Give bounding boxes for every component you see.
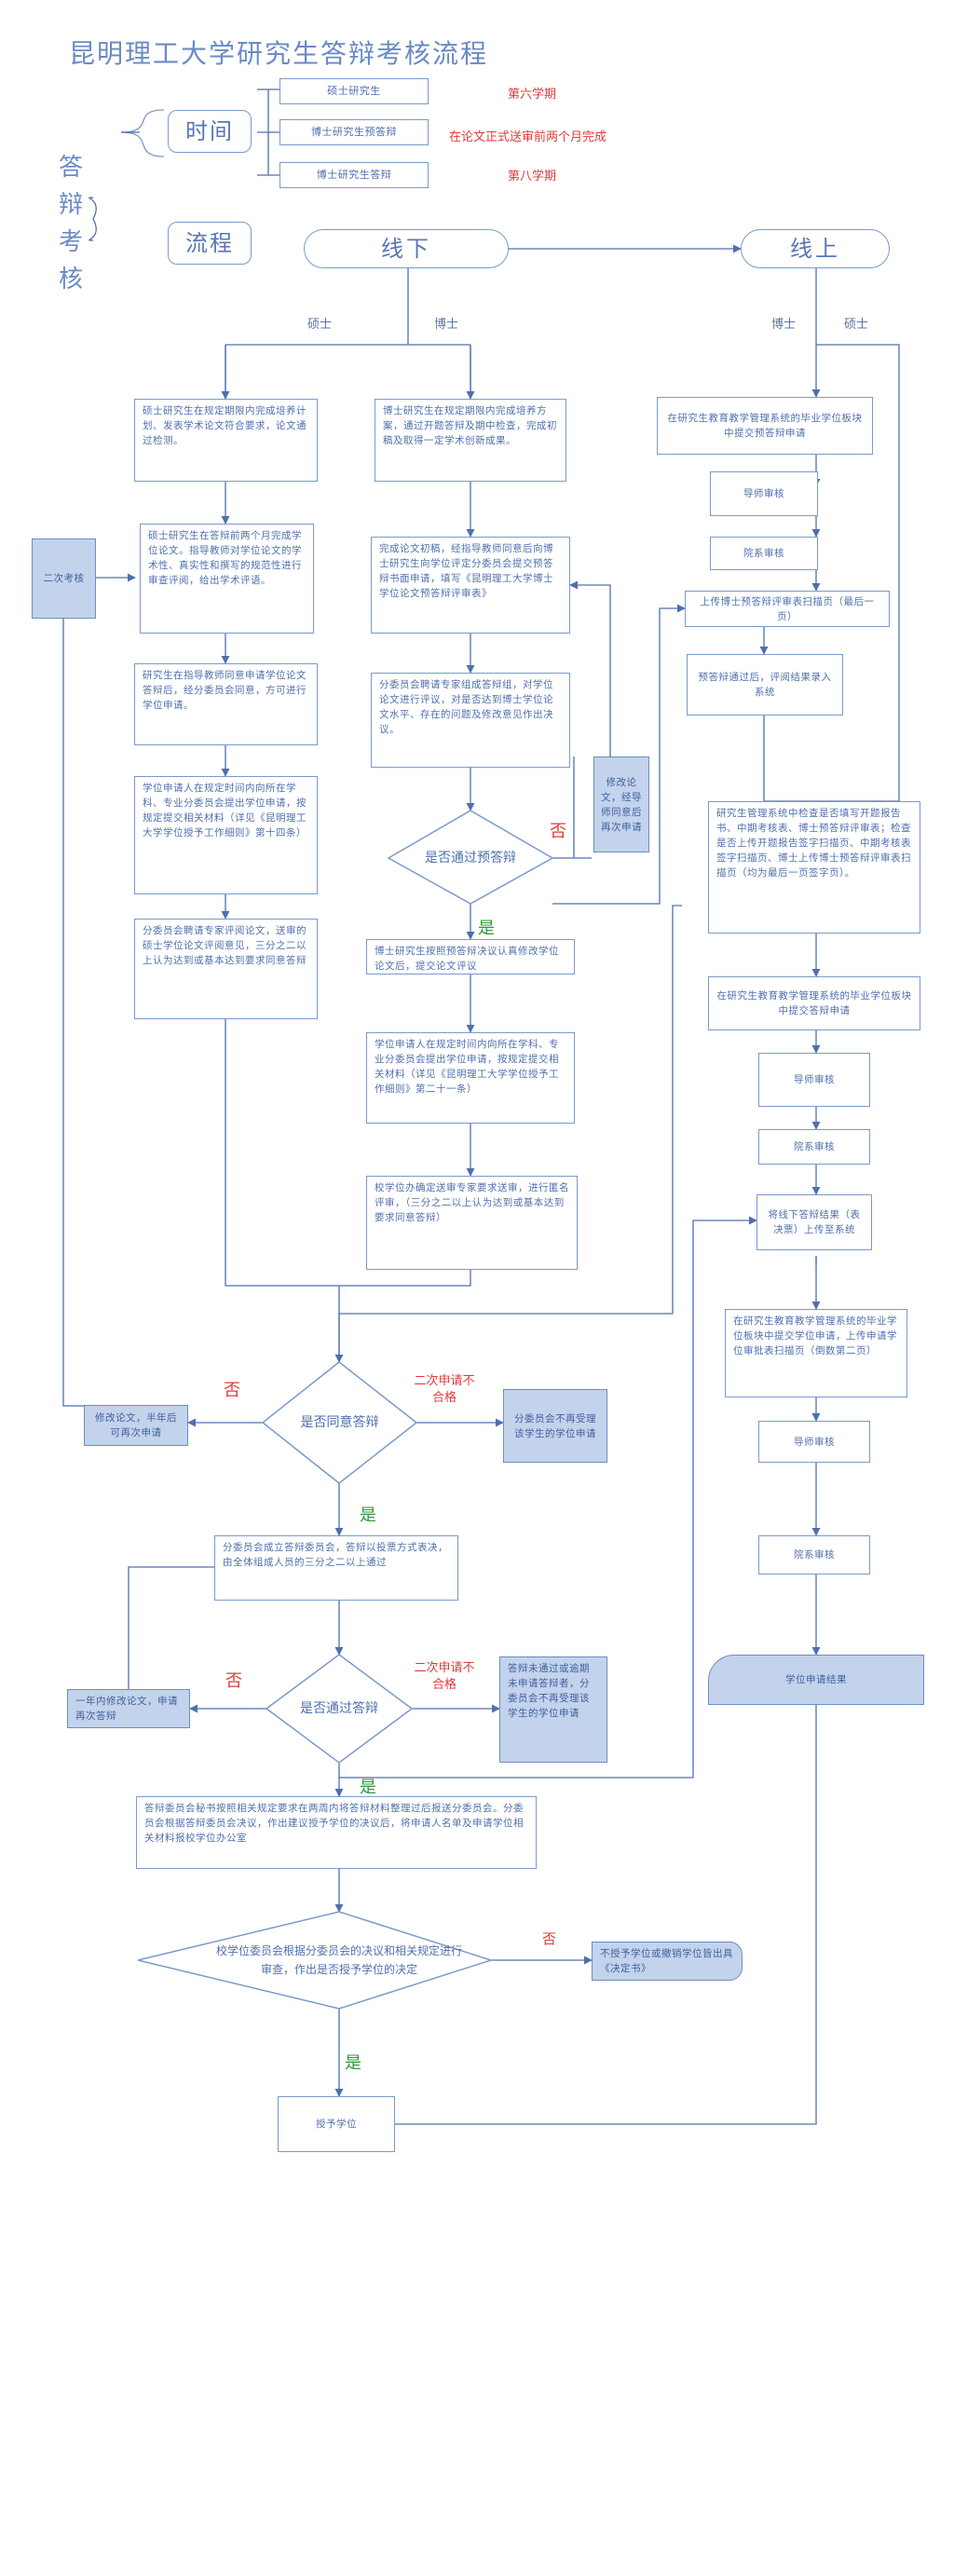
pass-modify-box: 一年内修改论文，申请再次答辩	[67, 1689, 190, 1728]
doctor-step-3: 分委员会聘请专家组成答辩组，对学位论文进行评议，对是否达到博士学位论文水平、存在…	[371, 673, 570, 768]
agree-no-mark: 否	[224, 1381, 240, 1400]
time-row-value: 第八学期	[508, 170, 557, 184]
time-row-value: 在论文正式送审前两个月完成	[449, 130, 607, 144]
doctor-step-5: 学位申请人在规定时间内向所在学科、专业分委员会提出学位申请，按规定提交相关材料（…	[366, 1032, 575, 1124]
doctor-step-4: 博士研究生按照预答辩决议认真修改学位论文后，提交论文评议	[366, 939, 575, 975]
time-row-name: 博士研究生预答辩	[279, 119, 429, 145]
pass-yes-mark: 是	[360, 1778, 376, 1797]
master-step-2: 硕士研究生在答辩前两个月完成学位论文。指导教师对学位论文的学术性、真实性和撰写的…	[140, 524, 314, 634]
pass-second-box: 答辩未通过或逾期未申请答辩者，分委员会不再受理该学生的学位申请	[499, 1656, 607, 1763]
doctor-modify-box: 修改论文，经导师同意后再次申请	[593, 756, 649, 852]
online-dept-review-2: 院系审核	[758, 1129, 870, 1165]
school-no-mark: 否	[542, 1930, 557, 1947]
page-title: 昆明理工大学研究生答辩考核流程	[69, 38, 489, 69]
time-label: 时间	[168, 110, 252, 153]
offline-node: 线下	[304, 229, 509, 268]
master-step-3: 研究生在指导教师同意申请学位论文答辩后，经分委员会同意，方可进行学位申请。	[134, 663, 318, 745]
online-check-box: 研究生管理系统中检查是否填写开题报告书、中期考核表、博士预答辩评审表；检查是否上…	[708, 801, 920, 934]
committee-vote-box: 分委员会成立答辩委员会，答辩以投票方式表决，由全体组成人员的三分之二以上通过	[214, 1535, 458, 1601]
online-master-label: 硕士	[844, 318, 869, 332]
online-degree-apply-box: 在研究生教育教学管理系统的毕业学位板块中提交学位申请，上传申请学位审批表扫描页（…	[725, 1309, 907, 1397]
answer-assessment-label: 答辩考核	[58, 154, 85, 293]
branch-doctor-label: 博士	[434, 318, 459, 332]
online-dept-review-1: 院系审核	[710, 537, 818, 570]
pre-defense-decision: 是否通过预答辩	[425, 851, 516, 865]
second-assessment-box: 二次考核	[32, 538, 96, 619]
pass-second-note: 二次申请不合格	[414, 1661, 475, 1692]
online-final-result-box: 学位申请结果	[708, 1655, 924, 1705]
agree-modify-box: 修改论文，半年后可再次申请	[84, 1405, 188, 1446]
agree-second-box: 分委员会不再受理该学生的学位申请	[503, 1389, 607, 1463]
master-step-4: 学位申请人在规定时间内向所在学科、专业分委员会提出学位申请，按规定提交相关材料（…	[134, 776, 318, 894]
school-decision: 校学位委员会根据分委员会的决议和相关规定进行审查，作出是否授予学位的决定	[215, 1944, 462, 1976]
online-pre-pass-box: 预答辩通过后，评阅结果录入系统	[687, 654, 843, 716]
grant-degree-box: 授予学位	[278, 2096, 395, 2152]
online-tutor-review-3: 导师审核	[758, 1421, 870, 1463]
agree-defense-decision: 是否同意答辩	[300, 1415, 379, 1430]
pre-defense-yes-mark: 是	[478, 919, 495, 938]
secretary-report-box: 答辩委员会秘书按照相关规定要求在两周内将答辩材料整理过后报送分委员会。分委员会根…	[136, 1796, 537, 1869]
pass-defense-decision: 是否通过答辩	[300, 1701, 378, 1716]
online-tutor-review-1: 导师审核	[710, 471, 818, 516]
online-dept-review-3: 院系审核	[758, 1535, 870, 1574]
doctor-step-1: 博士研究生在规定期限内完成培养方案，通过开题答辩及期中检查，完成初稿及取得一定学…	[375, 399, 566, 482]
pre-defense-no-mark: 否	[550, 822, 566, 841]
master-step-1: 硕士研究生在规定期限内完成培养计划、发表学术论文符合要求，论文通过检测。	[134, 399, 318, 482]
pass-no-mark: 否	[225, 1671, 242, 1691]
online-tutor-review-2: 导师审核	[758, 1053, 870, 1107]
time-row-name: 博士研究生答辩	[279, 162, 429, 188]
master-step-5: 分委员会聘请专家评阅论文，送审的硕士学位论文评阅意见，三分之二以上认为达到或基本…	[134, 919, 318, 1019]
agree-second-note: 二次申请不合格	[414, 1374, 475, 1405]
online-doctor-label: 博士	[771, 318, 797, 332]
online-pre-apply-box: 在研究生教育教学管理系统的毕业学位板块中提交预答辩申请	[657, 397, 873, 455]
online-node: 线上	[741, 229, 890, 268]
flow-label: 流程	[168, 222, 252, 265]
online-defense-apply-box: 在研究生教育教学管理系统的毕业学位板块中提交答辩申请	[708, 976, 920, 1030]
branch-master-label: 硕士	[307, 318, 333, 332]
school-yes-mark: 是	[345, 2053, 361, 2073]
no-grant-box: 不授予学位或撤销学位皆出具《决定书》	[592, 1942, 743, 1981]
time-row-value: 第六学期	[508, 88, 557, 102]
doctor-step-6: 校学位办确定送审专家要求送审，进行匿名评审，（三分之二以上认为达到或基本达到要求…	[366, 1176, 578, 1270]
online-upload-pre-box: 上传博士预答辩评审表扫描页（最后一页）	[685, 591, 890, 627]
time-row-name: 硕士研究生	[279, 78, 429, 104]
doctor-step-2: 完成论文初稿，经指导教师同意后向博士研究生向学位评定分委员会提交预答辩书面申请，…	[371, 537, 570, 634]
online-upload-result-box: 将线下答辩结果（表决票）上传至系统	[756, 1194, 872, 1250]
agree-yes-mark: 是	[360, 1506, 376, 1525]
